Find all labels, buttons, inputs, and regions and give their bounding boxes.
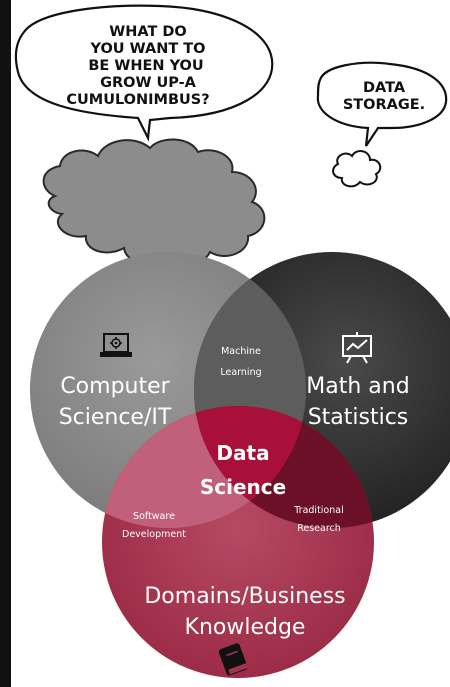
laptop-gear-icon: [100, 333, 132, 357]
intersection-software-development: [102, 406, 306, 528]
bubble-right-line-1: DATA: [363, 80, 406, 96]
bubble-left-line-2: YOU WANT TO: [90, 41, 206, 57]
label-computer-science-2: Science/IT: [59, 405, 172, 430]
left-border-bar: [0, 0, 11, 687]
book-icon: [218, 643, 248, 676]
bubble-left-line-5: CUMULONIMBUS?: [66, 92, 209, 108]
intersection-traditional-research: [194, 406, 374, 528]
label-domains-business-2: Knowledge: [185, 615, 306, 640]
bubble-right-text: DATA STORAGE.: [343, 80, 425, 113]
label-machine-learning-1: Machine: [221, 346, 261, 357]
label-traditional-research-2: Research: [297, 523, 341, 534]
label-traditional-research-1: Traditional: [293, 505, 343, 516]
label-computer-science-1: Computer: [60, 374, 170, 399]
presentation-chart-icon: [342, 332, 372, 364]
venn-diagram: Computer Science/IT Math and Statistics …: [30, 252, 450, 678]
label-data-science-1: Data: [216, 441, 269, 465]
bubble-right-line-2: STORAGE.: [343, 97, 425, 113]
bubble-left-text: WHAT DO YOU WANT TO BE WHEN YOU GROW UP-…: [66, 24, 209, 108]
label-math-statistics-1: Math and: [306, 374, 409, 399]
speech-bubble-right: [316, 61, 448, 147]
small-cloud: [332, 150, 382, 188]
label-machine-learning-2: Learning: [220, 367, 261, 378]
bubble-left-line-3: BE WHEN YOU: [88, 58, 203, 74]
label-domains-business-1: Domains/Business: [144, 584, 345, 609]
bubble-left-line-1: WHAT DO: [109, 24, 187, 40]
label-data-science-2: Science: [200, 475, 286, 499]
label-software-development-2: Development: [122, 529, 186, 540]
bubble-left-line-4: GROW UP-A: [100, 75, 197, 91]
speech-bubble-left: [14, 4, 274, 142]
label-software-development-1: Software: [133, 511, 175, 522]
cumulonimbus-cloud: [42, 138, 266, 267]
label-math-statistics-2: Statistics: [308, 405, 409, 430]
comic-panel: WHAT DO YOU WANT TO BE WHEN YOU GROW UP-…: [14, 4, 448, 267]
